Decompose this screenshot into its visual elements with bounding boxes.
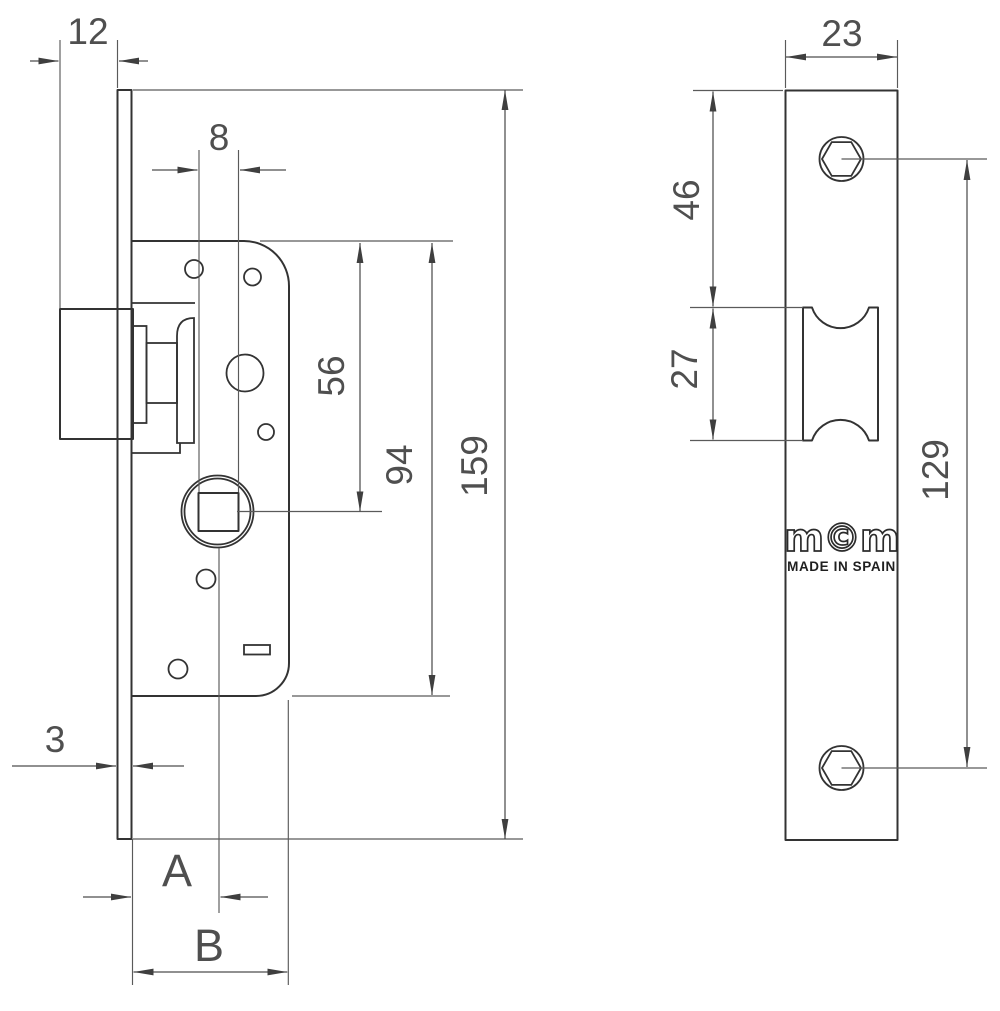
- dim-46-label: 46: [666, 179, 707, 220]
- fixing-hole-top-right: [243, 267, 262, 287]
- latch-bolt-head: [59, 308, 134, 440]
- dim-94-label: 94: [379, 444, 420, 485]
- dim-B-label: B: [194, 920, 224, 971]
- dim-27-label: 27: [664, 348, 705, 389]
- latch-mechanism: [131, 302, 195, 454]
- front-faceplate: [784, 89, 899, 841]
- fixing-hole-lower: [195, 568, 217, 590]
- side-faceplate: [116, 89, 133, 840]
- dim-129-label: 129: [915, 439, 956, 501]
- dim-12-label: 12: [67, 11, 108, 52]
- slot-cutout: [243, 644, 271, 656]
- front-view: m©m MADE IN SPAIN: [784, 89, 900, 841]
- lock-case: [130, 240, 290, 697]
- latch-tail-piece: [176, 317, 195, 444]
- fixing-hole-bottom: [167, 658, 189, 680]
- latch-guide-bottom: [131, 443, 181, 454]
- dim-3-label: 3: [45, 719, 66, 760]
- spindle-square-hole: [197, 492, 240, 532]
- side-view-dimensions: 12 8 3 56 94 159 A B: [12, 11, 523, 985]
- hex-socket-bottom-icon: [820, 750, 863, 786]
- side-view: [59, 89, 290, 840]
- cylinder-hole: [225, 353, 265, 393]
- fixing-hole-top-left: [184, 259, 204, 279]
- dim-8-label: 8: [209, 117, 230, 158]
- dim-A-label: A: [162, 845, 192, 896]
- dim-23-label: 23: [821, 13, 862, 54]
- latch-spring-block: [145, 342, 178, 404]
- brand-logo: m©m: [784, 516, 898, 560]
- made-in-label: MADE IN SPAIN: [787, 559, 896, 574]
- latch-follower-bar: [132, 325, 148, 424]
- latch-opening: [802, 306, 879, 442]
- dim-56-label: 56: [311, 355, 352, 396]
- front-view-dimensions: 23 46 27 129: [664, 13, 987, 769]
- fixing-hole-mid: [257, 423, 275, 441]
- hex-socket-top-icon: [820, 141, 863, 177]
- dim-159-label: 159: [454, 435, 495, 497]
